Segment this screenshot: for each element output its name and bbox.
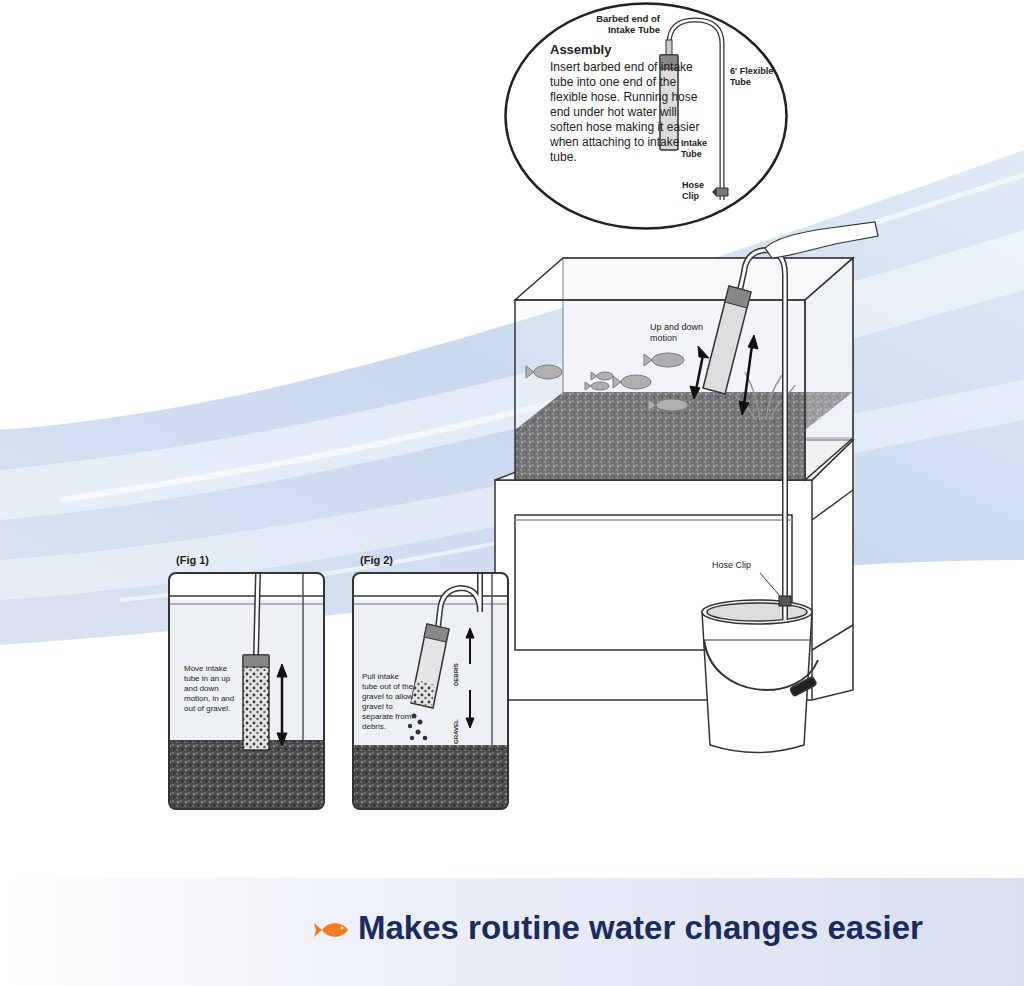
circle-ground (504, 2, 788, 230)
part-label: Barbed end of Intake Tube (568, 13, 660, 35)
figure-panel: (Fig 2)Pull intake tube out of the grave… (352, 572, 509, 810)
banner-text: Makes routine water changes easier (358, 908, 1006, 948)
figure-note: Move intake tube in an up and down motio… (184, 664, 238, 714)
figure-heading: (Fig 1) (176, 554, 266, 567)
arrow-label: DEBRIS (453, 646, 460, 686)
part-label: Intake Tube (681, 138, 715, 160)
assembly-callout: AssemblyInsert barbed end of intake tube… (504, 2, 788, 230)
fig1-illustration (169, 573, 324, 809)
part-label: Hose Clip (712, 560, 772, 571)
figure-note: Pull intake tube out of the gravel to al… (362, 672, 416, 732)
figure-panel: (Fig 1)Move intake tube in an up and dow… (168, 572, 325, 810)
arrow-label: GRAVEL (453, 704, 460, 744)
banner: Makes routine water changes easier (350, 898, 1014, 962)
motion-label: Up and down motion (650, 322, 710, 344)
callout-outline (506, 4, 787, 229)
part-label: 6' Flexible Tube (730, 66, 774, 88)
fig2-illustration (353, 573, 508, 809)
fish-icon (314, 923, 348, 937)
callout-heading: Assembly (550, 42, 700, 58)
hand (765, 222, 878, 258)
callout-body: Insert barbed end of intake tube into on… (550, 60, 700, 165)
bucket (702, 600, 818, 753)
part-label: Hose Clip (682, 180, 712, 202)
motion-arrows (690, 335, 758, 415)
siphon (703, 222, 878, 620)
banner-ground (0, 878, 1024, 986)
figure-heading: (Fig 2) (360, 554, 450, 567)
aquarium-tank (515, 258, 853, 480)
